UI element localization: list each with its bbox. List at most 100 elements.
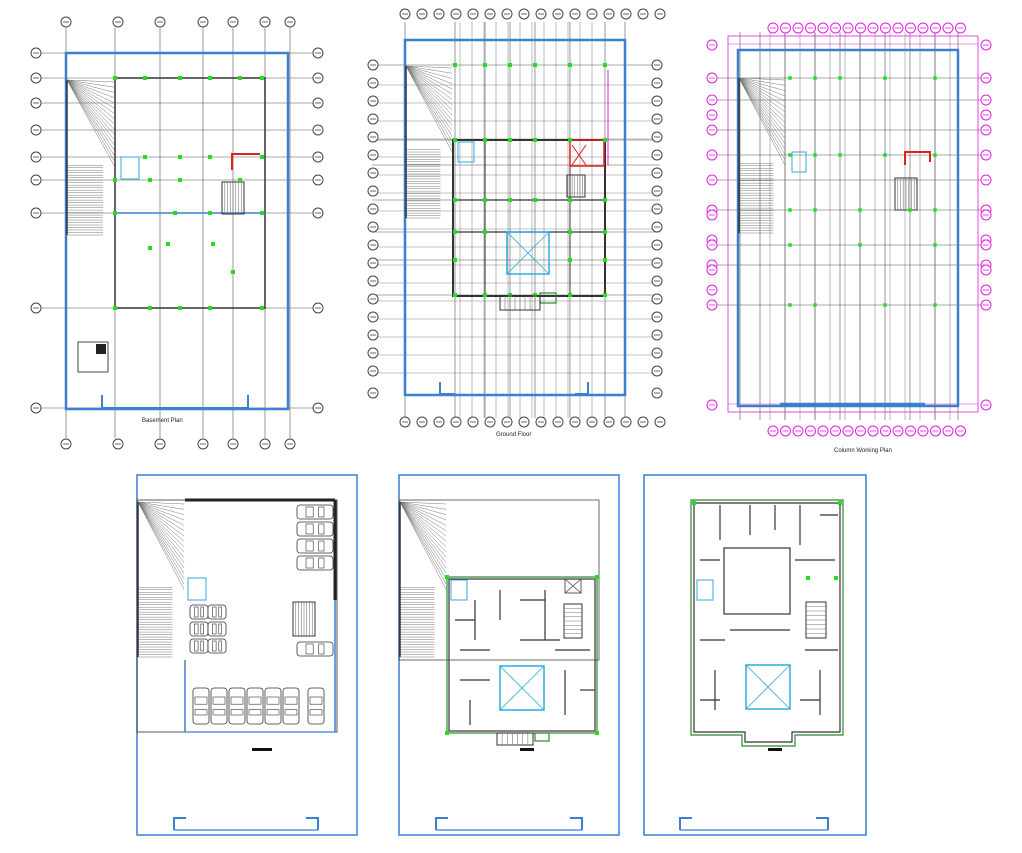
car-windshield [212,606,217,618]
parked-car-icon [307,687,325,725]
car-body [207,638,227,654]
grid-bubble-icon [842,22,854,34]
car-rear-window [318,643,325,655]
column-marker-icon [838,501,842,505]
grid-bubble-icon [651,221,663,233]
grid-bubble-icon [367,347,379,359]
grid-bubble-icon [30,402,42,414]
stair-fan-line [137,501,185,526]
column-marker-icon [148,306,152,310]
column-marker-icon [143,76,147,80]
entrance-steps [499,295,541,311]
grid-bubble-icon [312,47,324,59]
stair-fan-line [405,65,453,137]
column-marker-icon [508,198,512,202]
stair-outline [566,174,586,198]
car-rear-window [200,623,204,635]
grid-bubble-icon [30,174,42,186]
stair-fan-line [405,65,453,100]
stair-fan-line [405,65,453,116]
stair-fan-line [137,501,185,542]
column-marker-icon [453,230,457,234]
grid-bubble-icon [651,113,663,125]
grid-bubble-icon [706,109,718,121]
parked-car-icon [296,555,334,571]
stair-fan-line [137,501,185,505]
main-ramp-staircase [137,501,185,658]
stair-fan-line [405,65,453,90]
grid-bubble-icon [867,425,879,437]
column-marker-icon [508,138,512,142]
car-body [189,638,209,654]
stair-fan-line [66,79,116,104]
car-windshield [309,696,323,705]
grid-bubble-icon [767,425,779,437]
column-marker-icon [211,242,215,246]
car-body [296,555,334,571]
grid-bubble-icon [312,124,324,136]
grid-bubble-icon [892,425,904,437]
grid-bubble-icon [518,8,530,20]
column-marker-icon [533,63,537,67]
parked-car-icon [207,604,227,620]
column-working-plan-title: Column Working Plan [834,448,892,454]
column-marker-icon [173,211,177,215]
grid-bubble-icon [484,416,496,428]
staircase-icon [805,601,827,639]
lift-core-icon [745,664,791,710]
grid-bubble-icon [651,365,663,377]
column-marker-icon [568,230,572,234]
column-working-plan [706,22,992,437]
grid-bubble-icon [805,22,816,34]
column-marker-icon [834,576,838,580]
stair-fan-line [738,77,786,155]
car-body [210,687,228,725]
grid-bubble-icon [367,257,379,269]
stair-fan-line [399,501,447,542]
ground-floor-plan [367,8,666,428]
grid-bubble-icon [312,302,324,314]
stair-fan-line [405,65,453,95]
grid-bubble-icon [569,416,581,428]
grid-bubble-icon [284,438,296,450]
grid-bubble-icon [112,438,124,450]
grid-bubble-icon [817,425,829,437]
grid-bubble-icon [767,22,779,34]
grid-bubble-icon [880,425,891,437]
car-body [207,604,227,620]
car-windshield [194,640,199,652]
grid-bubble-icon [980,174,992,186]
car-rear-window [218,623,222,635]
grid-bubble-icon [830,22,841,34]
grid-bubble-icon [367,387,379,399]
gate-bracket [306,817,319,830]
column-marker-icon [533,293,537,297]
scale-bar [520,748,534,751]
grid-bubble-icon [367,365,379,377]
column-marker-icon [603,138,607,142]
car-body [207,621,227,637]
column-marker-icon [178,76,182,80]
car-rear-window [212,709,226,716]
column-marker-icon [208,306,212,310]
column-marker-icon [483,230,487,234]
grid-bubble-icon [651,185,663,197]
stair-fan-line [137,501,185,531]
grid-bubble-icon [980,39,992,51]
grid-bubble-icon [942,425,954,437]
column-marker-icon [568,293,572,297]
column-marker-icon [508,63,512,67]
grid-bubble-icon [30,302,42,314]
column-marker-icon [788,76,792,80]
car-rear-window [318,557,325,569]
grid-bubble-icon [60,16,72,28]
column-marker-icon [453,258,457,262]
grid-bubble-icon [855,425,866,437]
lift-core-icon [120,156,140,180]
column-marker-icon [113,211,117,215]
column-marker-icon [483,138,487,142]
parked-car-icon [296,504,334,520]
grid-bubble-icon [917,425,929,437]
stair-fan-line [137,501,185,585]
grid-bubble-icon [30,47,42,59]
